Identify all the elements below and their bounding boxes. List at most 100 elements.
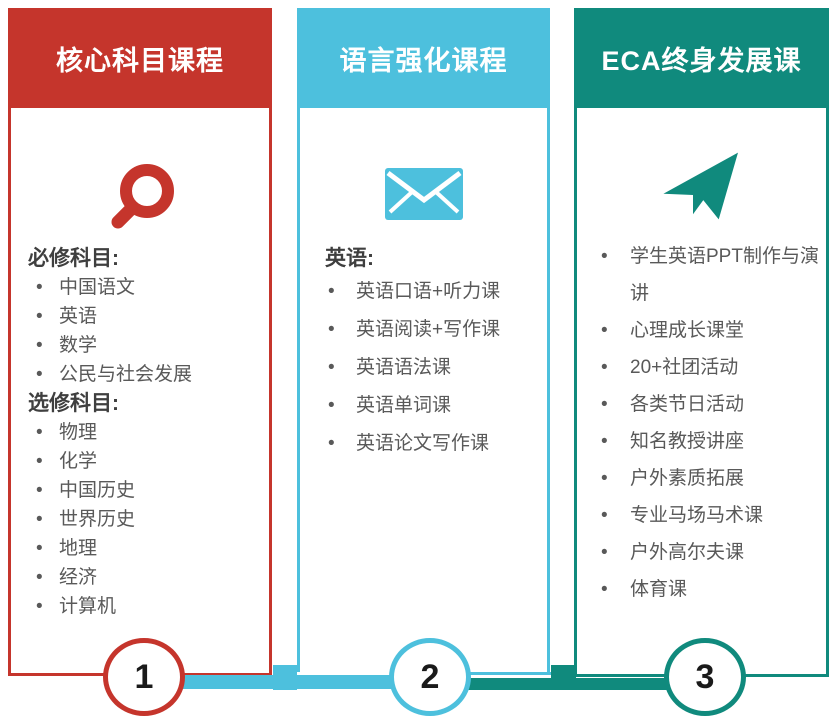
bullet-icon: •: [36, 335, 43, 356]
list-item: • 20+社团活动: [601, 349, 822, 386]
list-item-text: 知名教授讲座: [630, 431, 745, 452]
step-circle-1: 1: [103, 638, 185, 716]
bullet-icon: •: [36, 480, 43, 501]
list-item: • 心理成长课堂: [601, 312, 822, 349]
list-item-text: 中国历史: [59, 480, 136, 501]
list-item-text: 心理成长课堂: [630, 320, 745, 341]
list-item-text: 公民与社会发展: [59, 364, 193, 385]
list-item: • 经济: [28, 563, 265, 592]
column-core-subjects: 核心科目课程 必修科目:•中国语文•英语•数学•公民与社会发展选修科目:•物理•…: [8, 8, 272, 676]
list-item-text: 英语语法课: [356, 357, 452, 378]
list-item: • 英语阅读+写作课: [325, 311, 543, 349]
list-item-text: 体育课: [630, 579, 688, 600]
bullet-icon: •: [36, 509, 43, 530]
bullet-icon: •: [601, 320, 608, 341]
bullet-icon: •: [601, 579, 608, 600]
column-list: 英语: • 英语口语+听力课 • 英语阅读+写作课 • 英语语法课 • 英语单词课 • 英语论文写作…: [325, 244, 543, 463]
bullet-icon: •: [328, 433, 335, 454]
bullet-icon: •: [36, 422, 43, 443]
column-body: 必修科目: • 中国语文 • 英语 • 数学 • 公民与社会发展选修科目: • 物理 • 化学 • 中国历史…: [8, 108, 272, 676]
list-item-text: 英语单词课: [356, 395, 452, 416]
bullet-icon: •: [601, 357, 608, 378]
list-item: • 户外高尔夫课: [601, 534, 822, 571]
list-item-text: 英语: [59, 306, 98, 327]
bullet-icon: •: [36, 596, 43, 617]
column-language-courses: 语言强化课程 英语: • 英语口语+听力课 • 英语阅读+写作课 • 英语语法课 • 英语单词课…: [297, 8, 550, 672]
list-item: • 物理: [28, 418, 265, 447]
step-circle-2: 2: [389, 638, 471, 716]
list-item: • 中国历史: [28, 476, 265, 505]
list-item: • 英语单词课: [325, 387, 543, 425]
list-item: • 各类节日活动: [601, 386, 822, 423]
list-item: • 公民与社会发展: [28, 360, 265, 389]
list-item: • 户外素质拓展: [601, 460, 822, 497]
bullet-icon: •: [36, 364, 43, 385]
list-item-text: 20+社团活动: [630, 357, 739, 378]
list-item: • 数学: [28, 331, 265, 360]
bullet-icon: •: [601, 505, 608, 526]
column-title: 核心科目课程: [56, 45, 224, 76]
list-item-text: 专业马场马术课: [630, 505, 764, 526]
list-item-text: 计算机: [59, 596, 117, 617]
column-header: 语言强化课程: [297, 8, 550, 122]
section-label: 选修科目:: [28, 392, 119, 415]
step-number: 2: [420, 657, 440, 696]
list-item-text: 户外素质拓展: [630, 468, 745, 489]
column-body: 英语: • 英语口语+听力课 • 英语阅读+写作课 • 英语语法课 • 英语单词课 • 英语论文写作…: [297, 108, 550, 672]
bullet-icon: •: [328, 319, 335, 340]
bullet-icon: •: [36, 277, 43, 298]
bullet-icon: •: [601, 394, 608, 415]
list-item: • 专业马场马术课: [601, 497, 822, 534]
list-item: • 化学: [28, 447, 265, 476]
bullet-icon: •: [36, 567, 43, 588]
step-circle-3: 3: [664, 638, 746, 716]
magnifier-icon: [11, 158, 269, 238]
list-item: • 体育课: [601, 571, 822, 608]
column-title: ECA终身发展课: [601, 45, 802, 76]
list-item: • 世界历史: [28, 505, 265, 534]
list-item: • 英语论文写作课: [325, 425, 543, 463]
bullet-icon: •: [328, 357, 335, 378]
list-item: • 英语: [28, 302, 265, 331]
connector-line-cyan: [430, 672, 551, 675]
list-item: • 英语语法课: [325, 349, 543, 387]
section-label: 必修科目:: [28, 247, 119, 270]
list-item-text: 物理: [59, 422, 98, 443]
bullet-icon: •: [601, 468, 608, 489]
list-item-text: 英语口语+听力课: [356, 281, 501, 302]
list-item: • 知名教授讲座: [601, 423, 822, 460]
column-body: •学生英语PPT制作与演讲•心理成长课堂•20+社团活动•各类节日活动•知名教授…: [574, 108, 829, 677]
bullet-icon: •: [601, 542, 608, 563]
bullet-icon: •: [328, 395, 335, 416]
bullet-icon: •: [601, 246, 608, 267]
column-list: 必修科目: • 中国语文 • 英语 • 数学 • 公民与社会发展选修科目: • 物理 • 化学 • 中国历史…: [28, 244, 265, 621]
bullet-icon: •: [601, 431, 608, 452]
section-label: 英语:: [325, 247, 374, 270]
connector-step-teal: [551, 665, 576, 690]
list-item-text: 户外高尔夫课: [630, 542, 745, 563]
list-item-text: 各类节日活动: [630, 394, 745, 415]
list-item-text: 化学: [59, 451, 98, 472]
column-eca-courses: ECA终身发展课 •学生英语PPT制作与演讲•心理成长课堂•20+社团活动•各类…: [574, 8, 829, 677]
bullet-icon: •: [36, 306, 43, 327]
step-number: 1: [134, 657, 154, 696]
list-item-text: 数学: [59, 335, 98, 356]
list-item: • 中国语文: [28, 273, 265, 302]
envelope-icon: [300, 168, 547, 220]
list-item-text: 英语阅读+写作课: [356, 319, 501, 340]
list-item: • 英语口语+听力课: [325, 273, 543, 311]
column-title: 语言强化课程: [339, 45, 508, 76]
list-item-text: 英语论文写作课: [356, 433, 490, 454]
list-item: •学生英语PPT制作与演讲: [601, 238, 822, 312]
connector-step-cyan: [273, 665, 297, 690]
bullet-icon: •: [36, 538, 43, 559]
list-item-text: 世界历史: [59, 509, 136, 530]
list-item-text: 中国语文: [59, 277, 136, 298]
list-item: •地理: [28, 534, 265, 563]
bullet-icon: •: [36, 451, 43, 472]
paper-plane-icon: [577, 150, 826, 222]
column-header: ECA终身发展课: [574, 8, 829, 122]
bullet-icon: •: [328, 281, 335, 302]
list-item-text: 经济: [59, 567, 98, 588]
